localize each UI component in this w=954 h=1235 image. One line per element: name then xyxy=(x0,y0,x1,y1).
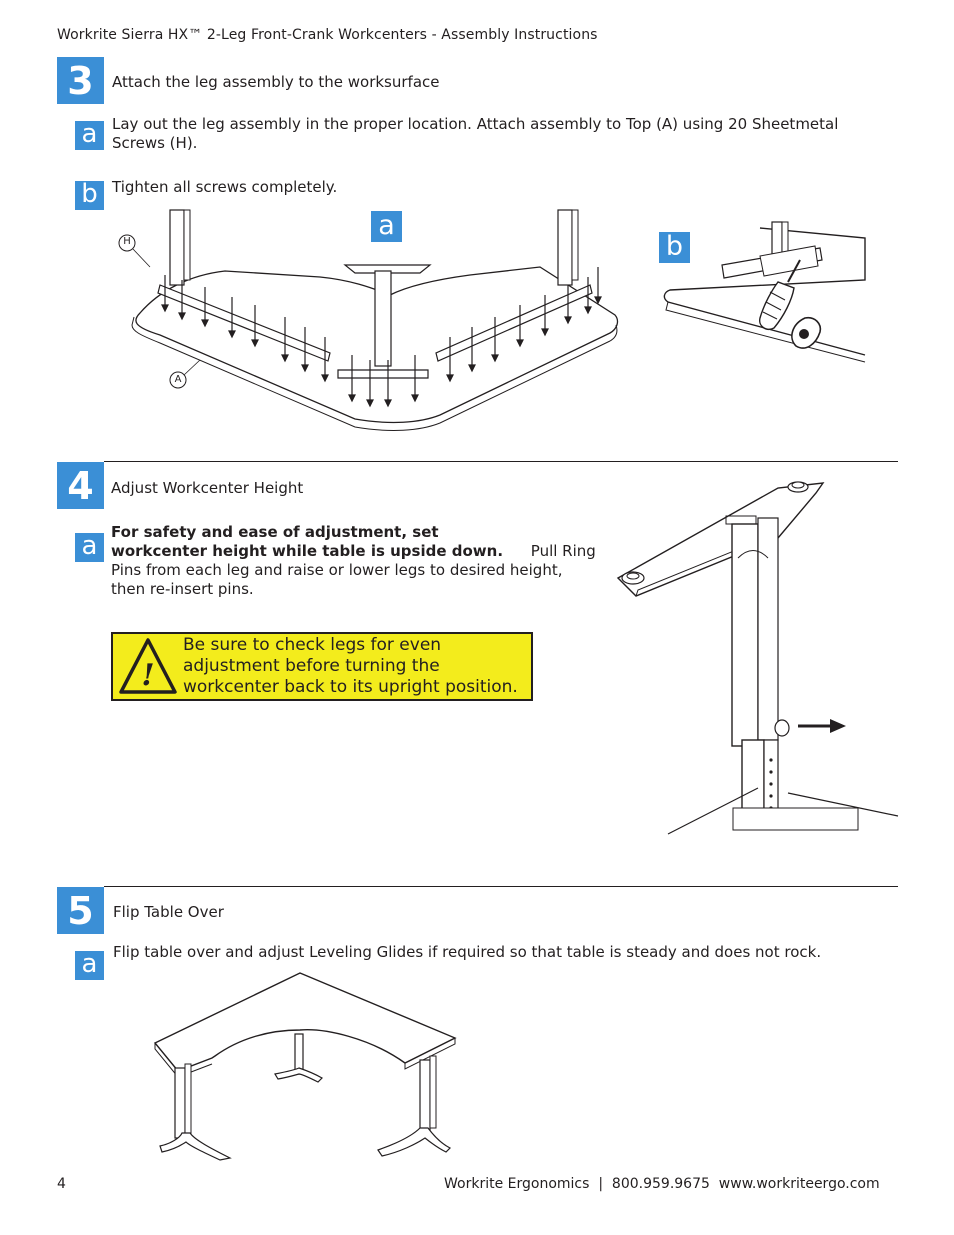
step-4-badge: 4 xyxy=(57,462,104,509)
step-5a-badge: a xyxy=(75,951,104,980)
step-3-title: Attach the leg assembly to the worksurfa… xyxy=(112,73,440,91)
step-4a-bold-text: For safety and ease of adjustment, set w… xyxy=(111,523,504,560)
step-5a-text: Flip table over and adjust Leveling Glid… xyxy=(113,943,822,961)
leg-height-figure xyxy=(616,481,899,835)
step-4a-text: For safety and ease of adjustment, set w… xyxy=(111,523,596,599)
warning-triangle-icon: ! xyxy=(119,638,177,694)
page-number: 4 xyxy=(57,1176,66,1192)
callout-h-label: H xyxy=(123,236,131,247)
document-header-title: Workrite Sierra HX™ 2-Leg Front-Crank Wo… xyxy=(57,27,598,43)
footer-contact: Workrite Ergonomics | 800.959.9675 www.w… xyxy=(444,1176,880,1192)
warning-text: Be sure to check legs for even adjustmen… xyxy=(183,635,518,697)
figure-b-label: b xyxy=(659,231,690,263)
step-3a-badge: a xyxy=(75,121,104,150)
warning-box: ! Be sure to check legs for even adjustm… xyxy=(111,632,533,701)
screwdriver-detail-figure xyxy=(663,221,866,363)
step-4a-badge: a xyxy=(75,533,104,562)
callout-a-label: A xyxy=(174,374,182,385)
upright-table-figure xyxy=(153,972,457,1161)
svg-text:!: ! xyxy=(141,658,154,693)
step-4a-regular-text: Pull Ring Pins from each leg and raise o… xyxy=(111,542,596,598)
leg-assembly-figure xyxy=(118,209,619,431)
step-3a-text: Lay out the leg assembly in the proper l… xyxy=(112,115,839,152)
step-5-badge: 5 xyxy=(57,887,104,934)
section-divider xyxy=(104,886,898,887)
step-3b-badge: b xyxy=(75,181,104,210)
step-3-badge: 3 xyxy=(57,57,104,104)
step-3b-text: Tighten all screws completely. xyxy=(112,178,338,196)
figure-a-label: a xyxy=(371,210,402,242)
step-4-title: Adjust Workcenter Height xyxy=(111,479,304,497)
section-divider xyxy=(104,461,898,462)
step-5-title: Flip Table Over xyxy=(113,903,224,921)
